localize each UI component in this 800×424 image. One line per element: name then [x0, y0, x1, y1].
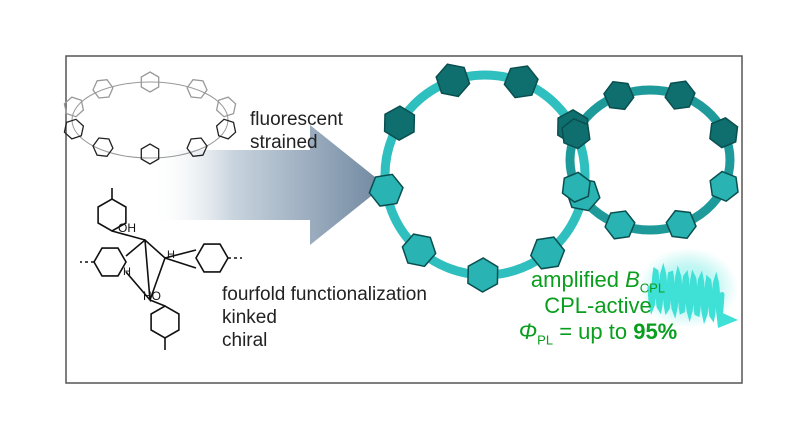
- nanohoop-ring: [215, 118, 237, 140]
- ring-hexagon: [665, 209, 697, 240]
- ring-hexagon: [603, 80, 635, 111]
- oh-label-top: OH: [118, 221, 136, 235]
- ring-hexagon: [664, 80, 696, 110]
- ring-hexagon: [401, 233, 437, 268]
- cpl-light-icon: [638, 248, 738, 328]
- ring-hexagon: [604, 210, 636, 240]
- label-strained: strained: [250, 132, 318, 153]
- ring-hexagon: [529, 236, 566, 270]
- nanohoop-ring: [215, 96, 237, 118]
- ring-hexagon: [709, 117, 739, 149]
- cpl-active-label: CPL-active: [544, 293, 652, 318]
- indenofluorene-structure: [80, 188, 242, 350]
- nanohoop-ring: [63, 118, 85, 140]
- nanohoop-ring: [92, 79, 114, 99]
- amplified-bcpl-label: amplified BCPL: [530, 267, 666, 296]
- nanohoop-ring: [140, 143, 160, 165]
- benzene-ring: [93, 247, 127, 277]
- label-fourfold-functionalization: fourfold functionalization: [222, 284, 427, 305]
- macrocycle-right: [565, 85, 735, 235]
- label-chiral: chiral: [222, 330, 268, 351]
- nanohoop-ring: [92, 137, 114, 157]
- crystal-structure: [368, 63, 739, 293]
- ring-hexagon: [503, 65, 539, 99]
- ring-hexagon: [383, 105, 416, 141]
- substituent-bonds: [111, 188, 166, 350]
- ring-hexagon: [561, 117, 591, 150]
- oh-label-bottom: HO: [143, 289, 161, 303]
- ring-hexagon: [435, 63, 471, 98]
- ring-hexagon: [467, 257, 499, 293]
- connection-bonds: [80, 257, 242, 263]
- ring-hexagon: [709, 170, 739, 203]
- nanohoop-ring: [63, 96, 85, 118]
- h-label-right: H: [167, 249, 175, 261]
- ring-hexagon: [368, 173, 404, 207]
- process-arrow: [150, 125, 385, 245]
- nanohoop-ring: [140, 71, 160, 93]
- quantum-yield-label: ΦPL = up to 95%: [518, 319, 678, 348]
- ring-hexagon: [561, 171, 591, 203]
- nanohoop-ring: [186, 79, 208, 99]
- nanohoop-ring: [186, 137, 208, 157]
- label-fluorescent: fluorescent: [250, 109, 343, 130]
- h-label-left: H: [123, 266, 131, 278]
- nanohoop-sketch: [63, 71, 237, 165]
- label-kinked: kinked: [222, 307, 277, 328]
